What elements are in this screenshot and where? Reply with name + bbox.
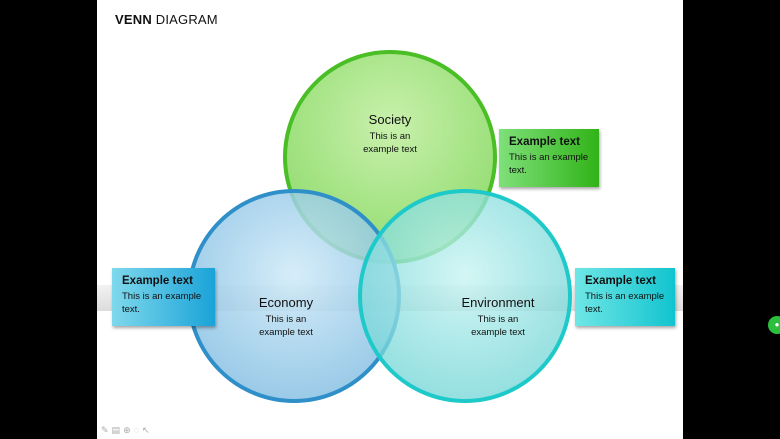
side-badge-icon[interactable]: ● [768,316,780,334]
environment-circle [358,189,572,403]
slides-icon[interactable]: ▤ [111,425,124,435]
economy-label: Economy This is an example text [240,295,332,339]
callout-society-text: This is an example text. [509,152,589,176]
callout-environment-text: This is an example text. [585,291,665,315]
pointer-icon[interactable]: ↖ [141,425,153,435]
settings-icon[interactable]: ◌ [133,425,142,435]
environment-label: Environment This is an example text [446,295,550,339]
society-label: Society This is an example text [340,112,440,156]
callout-economy: Example text This is an example text. [112,268,215,326]
society-text: This is an example text [363,131,417,155]
callout-society: Example text This is an example text. [499,129,599,187]
slide-canvas: VENN DIAGRAM Society This is an example … [97,0,683,439]
venn-diagram [187,50,572,403]
callout-society-title: Example text [509,136,580,148]
economy-text: This is an example text [259,314,313,338]
callout-economy-title: Example text [122,275,193,287]
presentation-toolbar: ✎▤⊕◌↖ [101,425,153,436]
callout-economy-text: This is an example text. [122,291,202,315]
callout-environment-title: Example text [585,275,656,287]
pen-icon[interactable]: ✎ [101,425,112,435]
environment-title: Environment [461,295,535,310]
callout-environment: Example text This is an example text. [575,268,675,326]
economy-title: Economy [258,295,314,310]
zoom-icon[interactable]: ⊕ [123,425,134,435]
society-title: Society [368,112,412,127]
slide-title: VENN DIAGRAM [115,12,218,27]
environment-text: This is an example text [471,314,525,338]
